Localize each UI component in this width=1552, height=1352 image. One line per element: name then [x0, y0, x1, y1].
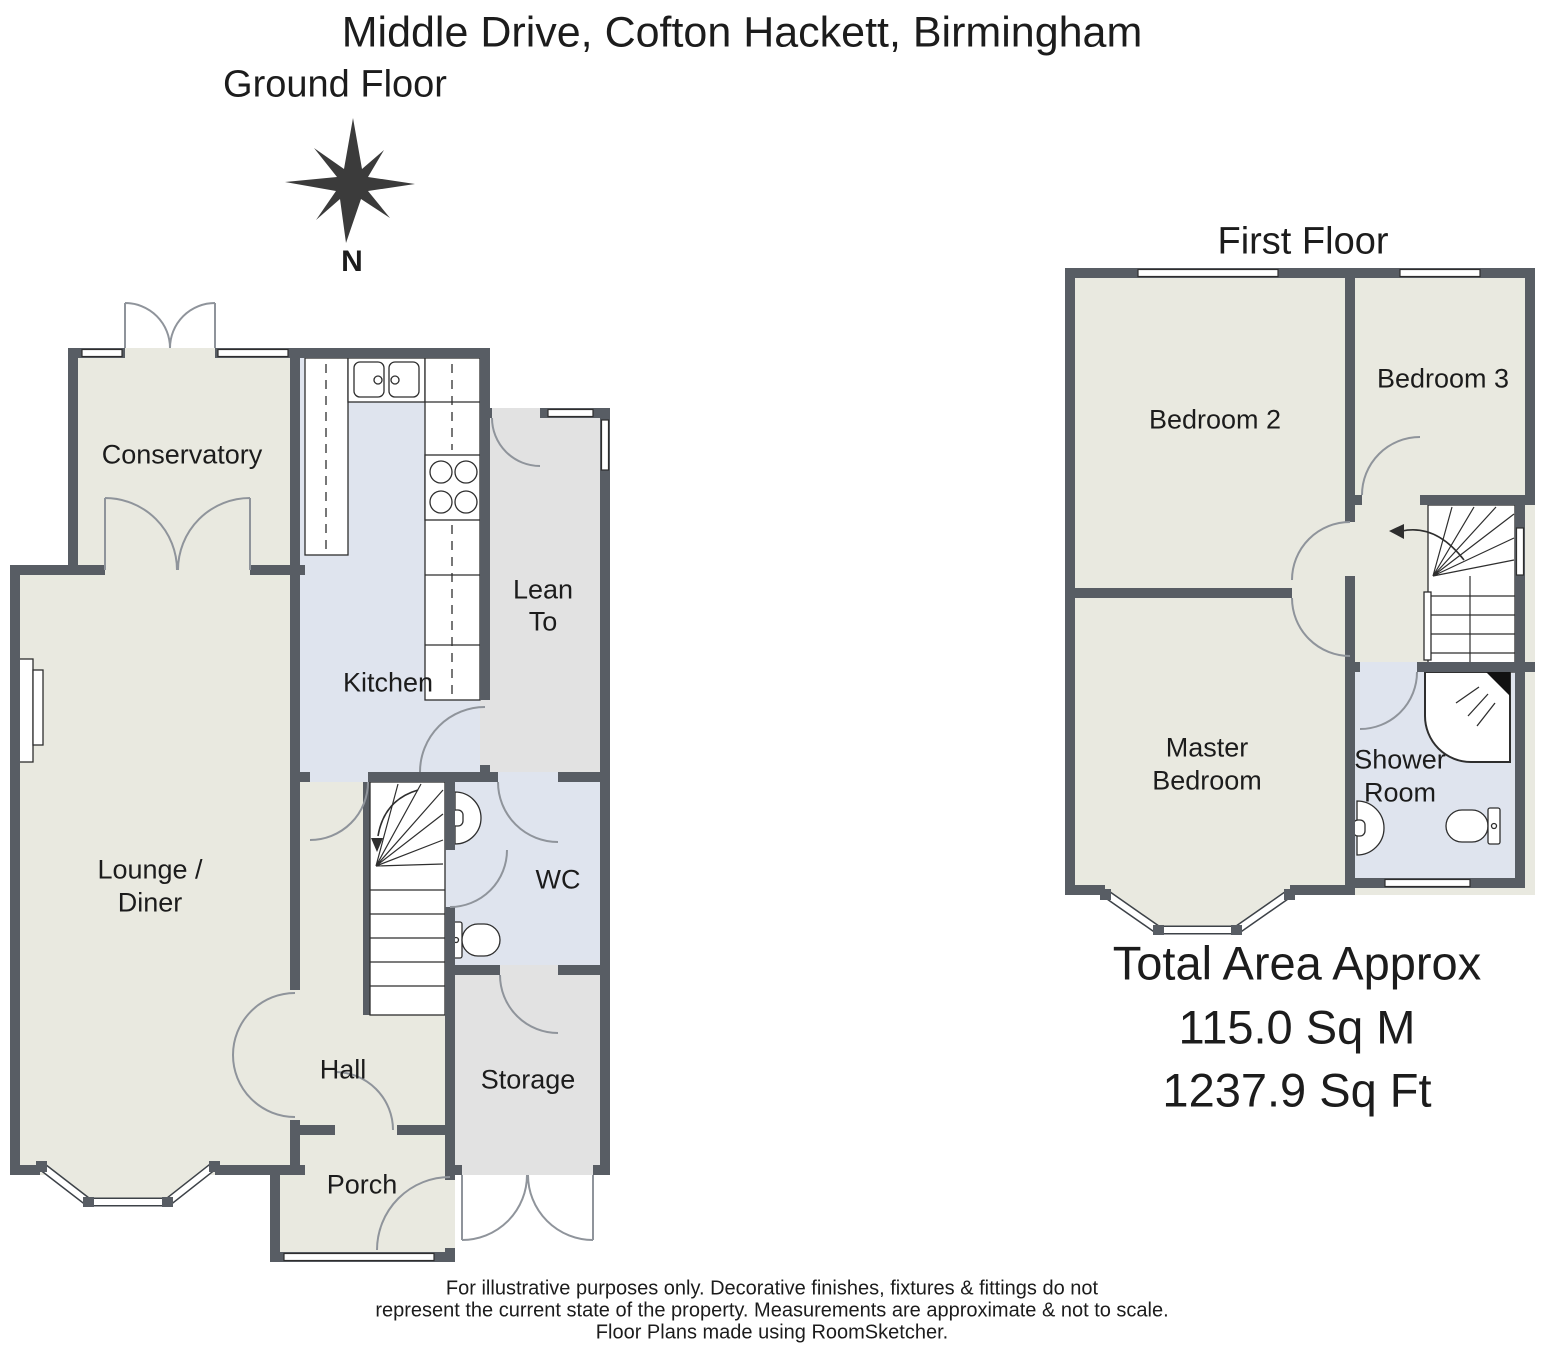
label-conservatory: Conservatory	[101, 439, 263, 470]
conservatory-floor	[68, 348, 300, 575]
label-lounge-diner: Lounge /	[97, 854, 203, 885]
kitchen-hall-door	[309, 781, 369, 841]
ground-staircase	[363, 781, 446, 1016]
label-kitchen: Kitchen	[342, 667, 434, 698]
label-master-bedroom: Bedroom	[1152, 765, 1262, 796]
compass-rose-icon	[285, 118, 415, 243]
kitchen-counter-left	[304, 357, 349, 556]
kitchen-sink-unit	[347, 357, 426, 403]
label-master-bedroom: Master	[1165, 732, 1249, 763]
label-lean-to: Lean	[512, 574, 574, 605]
shower-toilet-icon	[1445, 807, 1501, 845]
kitchen-lean-to-door	[419, 706, 486, 773]
label-storage: Storage	[480, 1064, 576, 1095]
ground-floor-plan	[10, 302, 610, 1262]
disclaimer-line1: For illustrative purposes only. Decorati…	[445, 1277, 1099, 1300]
total-area-sqm: 115.0 Sq M	[1178, 1000, 1416, 1054]
wc-door	[449, 849, 508, 908]
bedroom3-door	[1361, 436, 1421, 496]
master-bedroom-door	[1291, 597, 1351, 657]
label-lean-to: To	[528, 606, 558, 637]
porch-window	[283, 1252, 435, 1262]
label-shower-room: Shower	[1354, 744, 1446, 775]
total-area-sqft: 1237.9 Sq Ft	[1162, 1063, 1432, 1117]
hall-porch-door	[334, 1071, 394, 1131]
label-bedroom2: Bedroom 2	[1148, 404, 1282, 435]
total-area-heading: Total Area Approx	[1112, 936, 1482, 990]
lounge-floor	[10, 565, 300, 1175]
conservatory-window	[81, 348, 123, 358]
storage-exterior-double-door	[461, 1174, 594, 1241]
stair-window	[1515, 527, 1525, 576]
disclaimer-line2: represent the current state of the prope…	[375, 1299, 1169, 1322]
label-lounge-diner: Diner	[117, 887, 183, 918]
conservatory-lounge-double-door	[104, 497, 251, 571]
page-title: Middle Drive, Cofton Hackett, Birmingham	[341, 8, 1143, 57]
master-bay-window	[1100, 889, 1295, 935]
lounge-bay-window	[36, 1161, 220, 1207]
first-floor-staircase	[1389, 504, 1516, 673]
conservatory-window	[217, 348, 289, 358]
conservatory-exterior-double-door	[124, 302, 216, 349]
lounge-hall-double-door	[232, 992, 296, 1118]
shower-enclosure-icon	[1424, 671, 1511, 763]
label-shower-room: Room	[1363, 777, 1437, 808]
label-hall: Hall	[319, 1054, 367, 1085]
label-wc: WC	[535, 864, 581, 895]
storage-door	[499, 974, 559, 1034]
label-porch: Porch	[326, 1169, 398, 1200]
first-floor-heading: First Floor	[1217, 220, 1389, 263]
porch-floor	[270, 1135, 455, 1262]
wc-lobby-door	[497, 781, 559, 843]
shower-room-door	[1359, 671, 1418, 730]
bedroom2-window	[1137, 268, 1279, 278]
shower-sink-icon	[1352, 800, 1385, 856]
lean-to-side-window	[600, 419, 610, 471]
fireplace-icon	[15, 658, 44, 763]
lean-to-window	[547, 408, 594, 418]
disclaimer-line3: Floor Plans made using RoomSketcher.	[595, 1321, 949, 1344]
bedroom3-window	[1399, 268, 1481, 278]
ground-floor-heading: Ground Floor	[223, 63, 447, 106]
wc-toilet-icon	[449, 921, 501, 959]
compass-north-label: N	[341, 245, 363, 278]
front-door	[376, 1176, 451, 1251]
shower-room-window	[1384, 878, 1471, 888]
lean-to-door	[491, 417, 541, 467]
lean-to-floor	[480, 408, 610, 782]
storage-floor	[445, 965, 610, 1175]
kitchen-counter-right	[424, 357, 481, 701]
bedroom2-door	[1291, 521, 1351, 581]
label-bedroom3: Bedroom 3	[1376, 363, 1510, 394]
first-floor-plan	[1065, 268, 1535, 935]
kitchen-hob-icon	[424, 454, 481, 521]
